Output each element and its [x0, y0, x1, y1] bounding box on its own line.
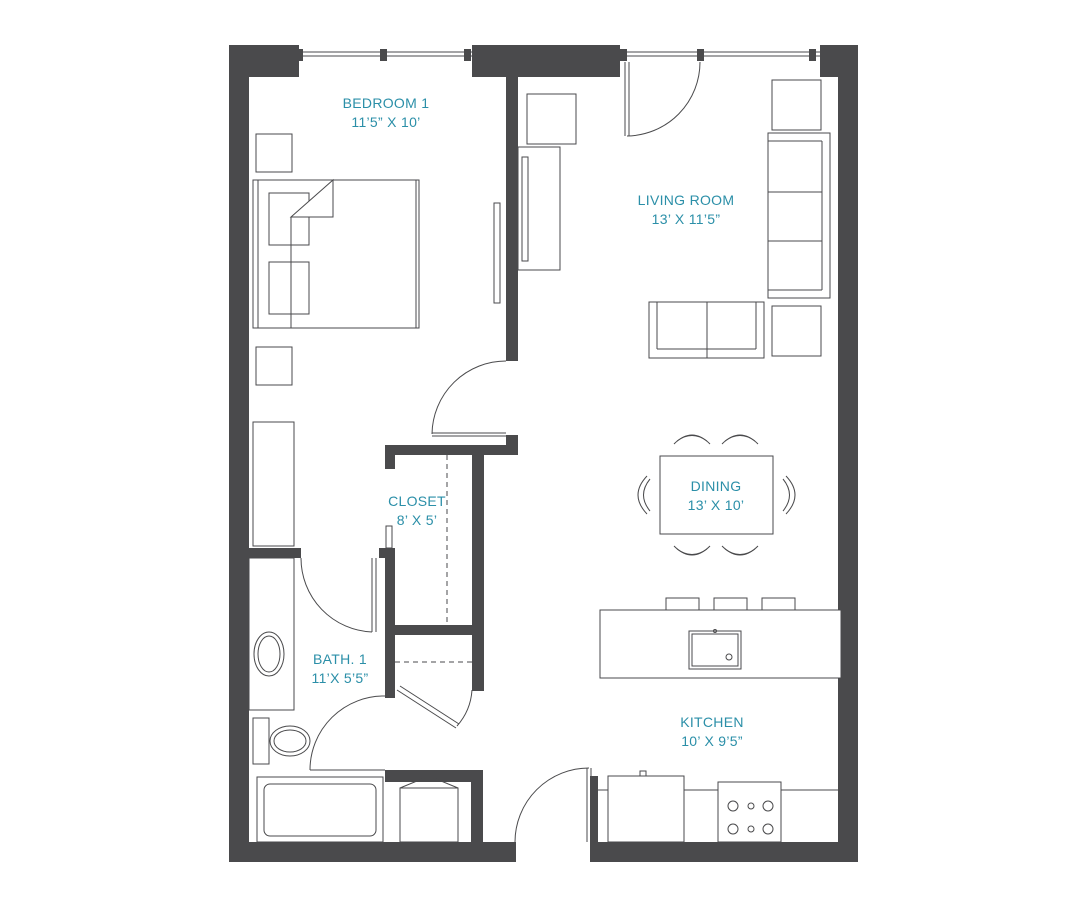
bedroom-furniture — [252, 133, 501, 547]
windows — [296, 49, 820, 61]
kitchen-fixtures — [598, 597, 842, 843]
room-label-bedroom: BEDROOM 1 11’5” X 10’ — [318, 94, 454, 132]
room-dims: 11’5” X 10’ — [351, 114, 421, 130]
room-name: DINING — [690, 478, 742, 494]
room-label-closet: CLOSET 8’ X 5’ — [372, 492, 462, 530]
interior-walls — [249, 77, 598, 842]
exterior-walls — [229, 45, 858, 862]
closet-details — [385, 455, 472, 663]
room-label-bath: BATH. 1 11’X 5’5” — [298, 650, 382, 688]
room-name: LIVING ROOM — [637, 192, 735, 208]
room-dims: 10’ X 9’5” — [681, 733, 743, 749]
dining-set — [637, 434, 796, 556]
room-label-dining: DINING 13’ X 10’ — [667, 477, 765, 515]
room-dims: 11’X 5’5” — [311, 670, 369, 686]
room-dims: 13’ X 11’5” — [651, 211, 721, 227]
room-name: BEDROOM 1 — [342, 95, 430, 111]
room-label-living: LIVING ROOM 13’ X 11’5” — [618, 191, 754, 229]
living-furniture — [517, 79, 831, 359]
doors — [300, 61, 701, 843]
bath-fixtures — [248, 557, 459, 843]
room-name: KITCHEN — [680, 714, 744, 730]
room-name: BATH. 1 — [313, 651, 367, 667]
room-dims: 8’ X 5’ — [396, 512, 438, 528]
room-name: CLOSET — [388, 493, 446, 509]
room-dims: 13’ X 10’ — [687, 497, 745, 513]
room-label-kitchen: KITCHEN 10’ X 9’5” — [662, 713, 762, 751]
